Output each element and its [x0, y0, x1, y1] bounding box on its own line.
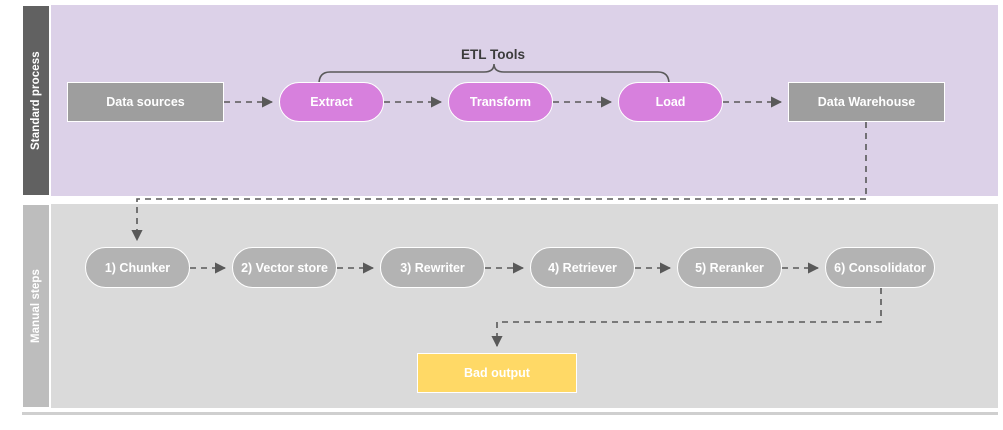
- diagram-bottom-divider: [22, 412, 998, 415]
- node-data-sources[interactable]: Data sources: [67, 82, 224, 122]
- node-retriever[interactable]: 4) Retriever: [530, 247, 635, 288]
- etl-tools-label: ETL Tools: [461, 46, 525, 62]
- lane-header-manual-steps: Manual steps: [22, 204, 50, 408]
- node-load[interactable]: Load: [618, 82, 723, 122]
- node-bad-output[interactable]: Bad output: [417, 353, 577, 393]
- node-data-warehouse[interactable]: Data Warehouse: [788, 82, 945, 122]
- lane-header-standard-process: Standard process: [22, 5, 50, 196]
- node-reranker[interactable]: 5) Reranker: [677, 247, 782, 288]
- node-transform[interactable]: Transform: [448, 82, 553, 122]
- node-chunker[interactable]: 1) Chunker: [85, 247, 190, 288]
- node-consolidator[interactable]: 6) Consolidator: [825, 247, 935, 288]
- node-rewriter[interactable]: 3) Rewriter: [380, 247, 485, 288]
- node-extract[interactable]: Extract: [279, 82, 384, 122]
- node-vector-store[interactable]: 2) Vector store: [232, 247, 337, 288]
